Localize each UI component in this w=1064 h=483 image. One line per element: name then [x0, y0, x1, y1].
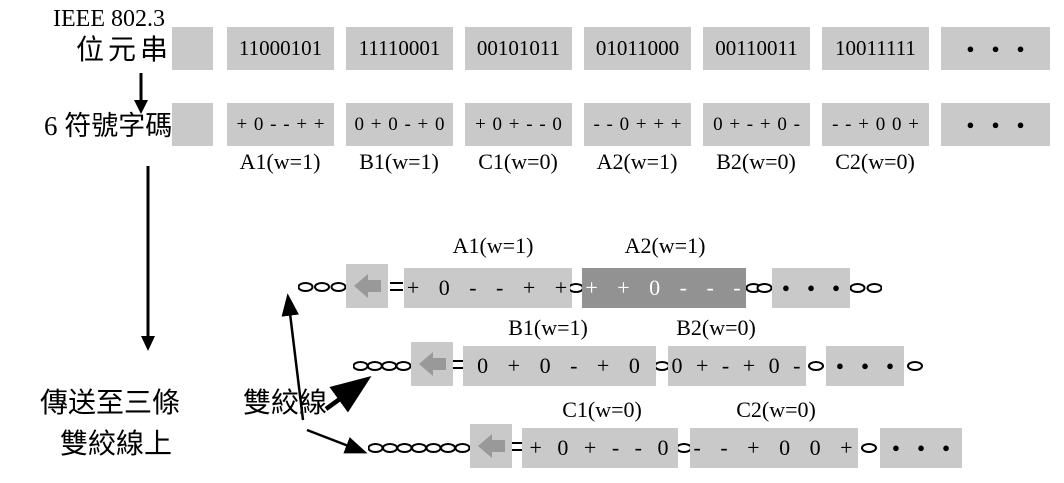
wire-c-seg1-label: C1(w=0) [562, 397, 642, 422]
wire-b-ellipsis: ● ● ● [826, 346, 904, 386]
codeword-label: B2(w=0) [716, 149, 796, 174]
bit-row-ellipsis: ● ● ● [941, 27, 1050, 70]
bit-group: 10011111 [822, 27, 929, 70]
wire-a-seg1-label: A1(w=1) [452, 233, 534, 258]
bit-row-lead-box [172, 27, 213, 70]
codeword: 0 + - + 0 - [703, 103, 810, 146]
twisted-pair-chain [806, 359, 826, 373]
wire-c-codeword1: + 0 + - - 0 [522, 428, 678, 468]
wire-a-codeword1: + 0 - - + + [404, 268, 572, 308]
left-arrow-icon [353, 274, 381, 298]
six-symbol-code-label: 6 符號字碼 [44, 111, 173, 141]
direction-box [470, 424, 512, 468]
pair-pointer-arrow-b [324, 376, 372, 413]
code-row-lead-box [172, 103, 213, 146]
transmit-label-line2: 雙絞線上 [60, 429, 173, 460]
ieee-8023-title: IEEE 802.3 [53, 6, 165, 32]
wire-c-ellipsis: ● ● ● [880, 428, 962, 468]
codeword-label: B1(w=1) [359, 149, 439, 174]
wire-b-codeword2: 0 + - + 0 - [668, 346, 806, 386]
twisted-pair-chain [904, 359, 926, 373]
bit-group: 11110001 [346, 27, 453, 70]
twisted-pair-chain [352, 359, 412, 373]
twisted-pair-chain [676, 441, 692, 455]
wire-c-codeword2: - - + 0 0 + [690, 428, 858, 468]
direction-box [411, 342, 453, 386]
twisted-pair-chain [654, 359, 670, 373]
twisted-pair-chain [858, 441, 880, 455]
pair-pointer-arrow-c [306, 428, 368, 454]
direction-box [346, 264, 388, 308]
twisted-pair-chain [849, 281, 883, 295]
wire-connector [453, 360, 463, 369]
wire-b-seg1-label: B1(w=1) [508, 315, 588, 340]
codeword-label: C1(w=0) [478, 149, 558, 174]
codeword-label: A1(w=1) [239, 149, 321, 174]
codeword-label: C2(w=0) [835, 149, 915, 174]
codeword: + 0 + - - 0 [465, 103, 572, 146]
bit-group: 00110011 [703, 27, 810, 70]
codeword: - - 0 + + + [584, 103, 691, 146]
wire-a-codeword2-inverted: + + 0 - - - [582, 268, 746, 308]
twisted-pair-label: 雙絞線 [243, 388, 328, 419]
codeword: 0 + 0 - + 0 [346, 103, 453, 146]
transmit-label-line1: 傳送至三條 [40, 388, 181, 419]
left-arrow-icon [477, 434, 505, 458]
twisted-pair-chain [745, 281, 773, 295]
code-row-ellipsis: ● ● ● [941, 103, 1050, 146]
codeword: - - + 0 0 + [822, 103, 929, 146]
wire-b-seg2-label: B2(w=0) [676, 315, 756, 340]
left-arrow-icon [418, 352, 446, 376]
codeword-label: A2(w=1) [596, 149, 678, 174]
wire-b-codeword1: 0 + 0 - + 0 [463, 346, 656, 386]
twisted-pair-chain [367, 441, 471, 455]
twisted-pair-chain [297, 280, 347, 294]
wire-connector [512, 442, 522, 451]
twisted-pair-chain [568, 281, 584, 295]
wire-a-seg2-label: A2(w=1) [624, 233, 706, 258]
bit-group: 11000101 [227, 27, 334, 70]
wire-a-ellipsis: ● ● ● [772, 268, 850, 308]
bit-string-label: 位元串 [76, 35, 173, 66]
bit-group: 00101011 [465, 27, 572, 70]
bit-group: 01011000 [584, 27, 691, 70]
wire-connector [390, 282, 403, 291]
codeword: + 0 - - + + [227, 103, 334, 146]
wire-c-seg2-label: C2(w=0) [736, 397, 816, 422]
